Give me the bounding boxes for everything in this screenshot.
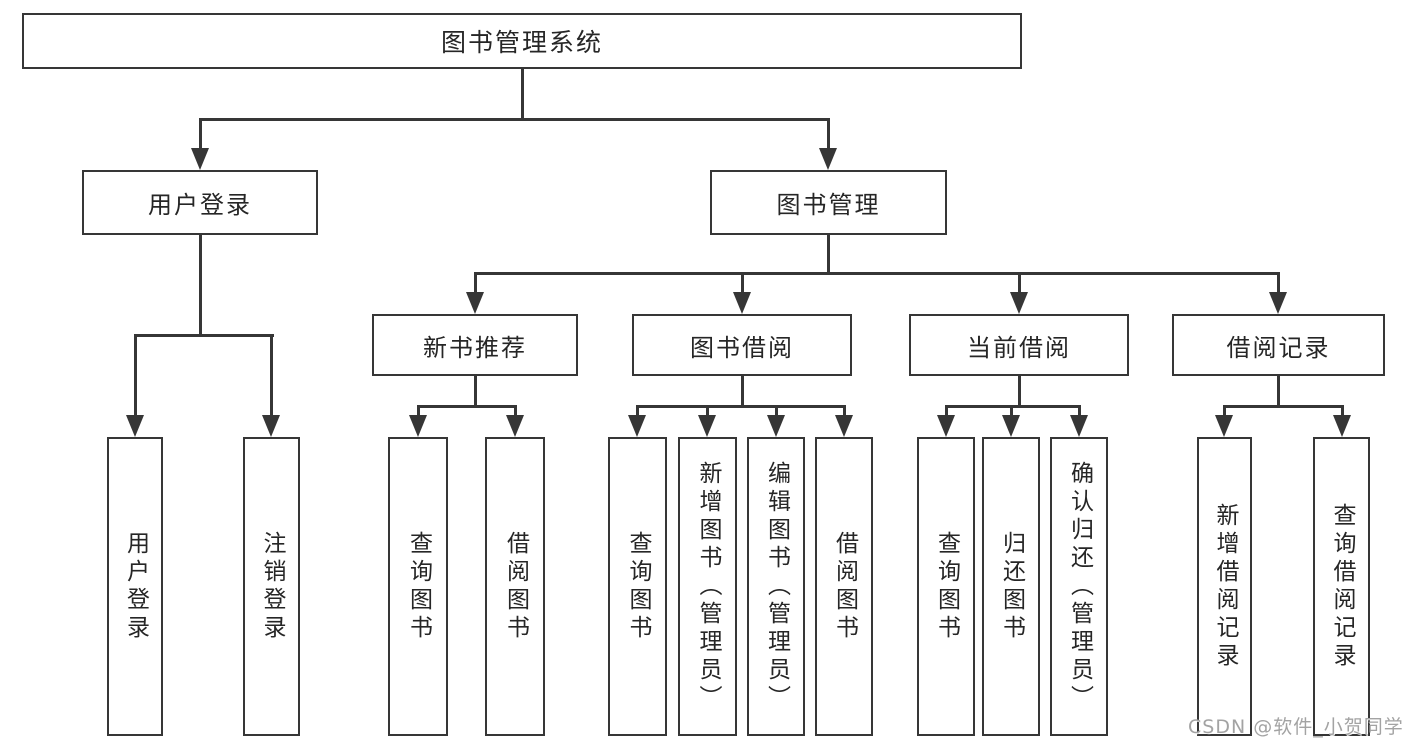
node-borrow-records-label: 借阅记录	[1226, 333, 1331, 362]
arrowhead-down-icon	[1269, 292, 1287, 314]
leaf-borrow-borrow-books-label: 借阅图书	[831, 530, 858, 643]
connector	[944, 405, 948, 418]
connector	[473, 376, 477, 408]
connector	[1077, 405, 1081, 418]
connector	[1276, 376, 1280, 408]
leaf-records-add-record: 新增借阅记录	[1197, 437, 1252, 736]
arrowhead-down-icon	[506, 415, 524, 437]
arrowhead-down-icon	[126, 415, 144, 437]
connector	[513, 405, 517, 418]
connector	[826, 235, 830, 275]
connector	[198, 118, 202, 152]
connector	[826, 118, 830, 152]
connector	[944, 405, 1081, 408]
connector	[473, 272, 1280, 275]
leaf-recommend-query-books: 查询图书	[388, 437, 448, 736]
leaf-records-query-record-label: 查询借阅记录	[1329, 502, 1355, 671]
node-root: 图书管理系统	[22, 13, 1022, 69]
node-current-borrow: 当前借阅	[909, 314, 1129, 376]
connector	[740, 272, 744, 296]
arrowhead-down-icon	[937, 415, 955, 437]
node-book-borrow: 图书借阅	[632, 314, 852, 376]
arrowhead-down-icon	[262, 415, 280, 437]
leaf-records-query-record: 查询借阅记录	[1313, 437, 1370, 736]
arrowhead-down-icon	[835, 415, 853, 437]
arrowhead-down-icon	[733, 292, 751, 314]
node-new-book-recommend-label: 新书推荐	[423, 333, 527, 362]
leaf-current-query-books: 查询图书	[917, 437, 975, 736]
connector	[133, 334, 274, 337]
node-new-book-recommend: 新书推荐	[372, 314, 578, 376]
arrowhead-down-icon	[191, 148, 209, 170]
connector	[1222, 405, 1344, 408]
connector	[198, 235, 202, 337]
connector	[1340, 405, 1344, 418]
connector	[1017, 272, 1021, 296]
node-user-login: 用户登录	[82, 170, 318, 235]
leaf-user-login-label: 用户登录	[122, 530, 149, 643]
leaf-borrow-edit-books-admin: 编辑图书（管理员）	[747, 437, 805, 736]
node-book-management: 图书管理	[710, 170, 947, 235]
csdn-watermark: CSDN @软件_小贺同学	[1188, 716, 1404, 738]
connector	[416, 405, 517, 408]
arrowhead-down-icon	[767, 415, 785, 437]
leaf-borrow-query-books-label: 查询图书	[625, 530, 651, 643]
leaf-borrow-edit-books-admin-label: 编辑图书（管理员）	[763, 460, 790, 713]
arrowhead-down-icon	[819, 148, 837, 170]
connector	[520, 68, 524, 121]
leaf-borrow-borrow-books: 借阅图书	[815, 437, 873, 736]
connector	[1017, 376, 1021, 408]
leaf-current-confirm-return-admin-label: 确认归还（管理员）	[1066, 460, 1093, 713]
connector	[774, 405, 778, 418]
connector	[1009, 405, 1013, 418]
connector	[635, 405, 846, 408]
leaf-current-query-books-label: 查询图书	[933, 530, 960, 643]
leaf-recommend-borrow-books-label: 借阅图书	[502, 530, 529, 643]
connector	[473, 272, 477, 296]
connector	[133, 334, 137, 418]
leaf-current-return-books: 归还图书	[982, 437, 1040, 736]
leaf-recommend-borrow-books: 借阅图书	[485, 437, 545, 736]
node-root-label: 图书管理系统	[440, 28, 603, 57]
arrowhead-down-icon	[1070, 415, 1088, 437]
connector	[269, 334, 273, 418]
connector	[1276, 272, 1280, 296]
arrowhead-down-icon	[1010, 292, 1028, 314]
arrowhead-down-icon	[1333, 415, 1351, 437]
leaf-logout: 注销登录	[243, 437, 300, 736]
connector	[1222, 405, 1226, 418]
node-book-management-label: 图书管理	[776, 191, 881, 219]
arrowhead-down-icon	[409, 415, 427, 437]
connector	[198, 118, 830, 121]
arrowhead-down-icon	[698, 415, 716, 437]
arrowhead-down-icon	[628, 415, 646, 437]
connector	[635, 405, 639, 418]
leaf-borrow-add-books-admin: 新增图书（管理员）	[678, 437, 737, 736]
leaf-user-login: 用户登录	[107, 437, 163, 736]
leaf-current-return-books-label: 归还图书	[998, 530, 1025, 643]
leaf-records-add-record-label: 新增借阅记录	[1212, 502, 1238, 671]
connector	[705, 405, 709, 418]
arrowhead-down-icon	[1215, 415, 1233, 437]
connector	[416, 405, 420, 418]
node-borrow-records: 借阅记录	[1172, 314, 1385, 376]
node-current-borrow-label: 当前借阅	[967, 333, 1071, 362]
leaf-borrow-query-books: 查询图书	[608, 437, 667, 736]
leaf-recommend-query-books-label: 查询图书	[405, 530, 432, 643]
connector	[842, 405, 846, 418]
arrowhead-down-icon	[466, 292, 484, 314]
connector	[740, 376, 744, 408]
arrowhead-down-icon	[1002, 415, 1020, 437]
leaf-logout-label: 注销登录	[259, 530, 285, 643]
node-book-borrow-label: 图书借阅	[690, 333, 794, 362]
leaf-current-confirm-return-admin: 确认归还（管理员）	[1050, 437, 1108, 736]
leaf-borrow-add-books-admin-label: 新增图书（管理员）	[695, 460, 721, 713]
node-user-login-label: 用户登录	[148, 191, 252, 219]
